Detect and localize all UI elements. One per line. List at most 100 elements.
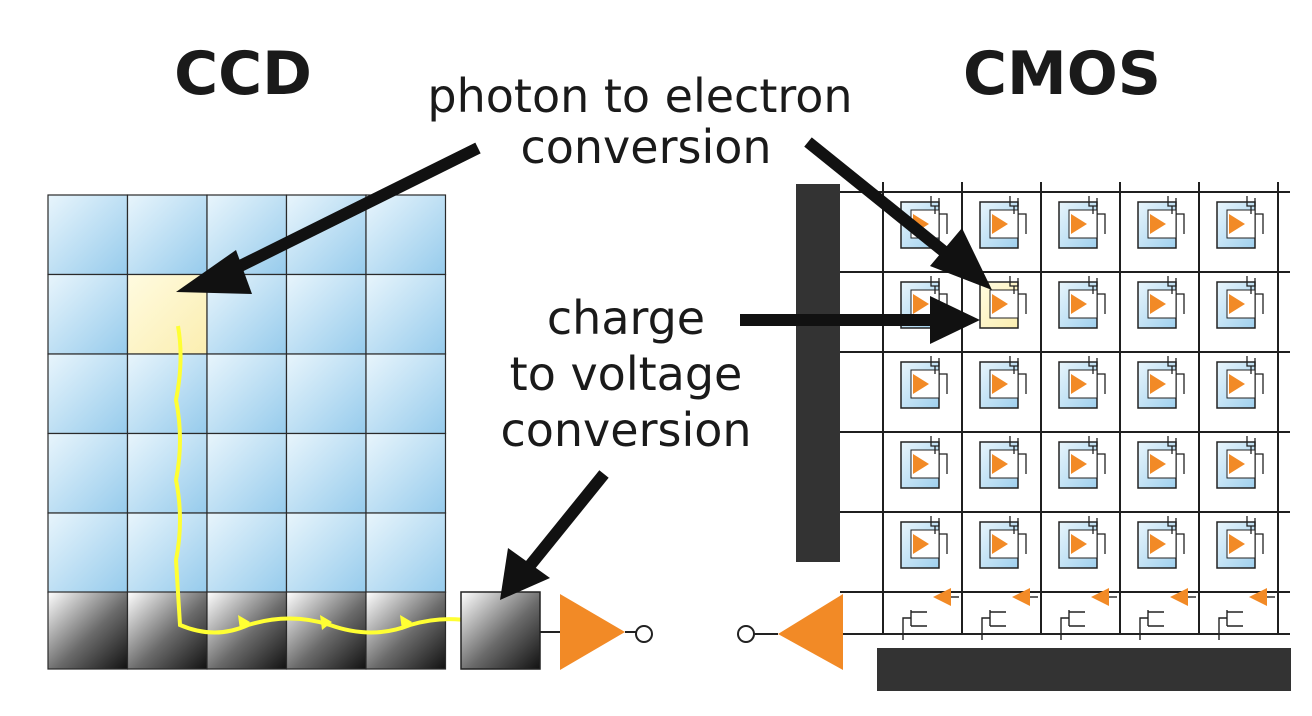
- cmos-pixel-amplifier-icon: [1150, 534, 1166, 554]
- ccd-pixel: [365, 512, 447, 594]
- cmos-pixel-amplifier-icon: [992, 454, 1008, 474]
- ccd-pixel: [47, 273, 129, 355]
- arrowhead-photon-to-cmos-icon: [930, 228, 992, 290]
- cmos-column-amplifiers: [902, 588, 1275, 640]
- cmos-column-amp: [902, 588, 959, 640]
- cmos-pixel-amplifier-icon: [1150, 214, 1166, 234]
- cmos-column-transistor-icon: [981, 610, 1006, 640]
- cmos-pixel: [1216, 356, 1264, 409]
- cmos-column-amp-icon: [1170, 588, 1188, 606]
- cmos-pixel-amplifier-icon: [913, 534, 929, 554]
- ccd-output-node: [460, 591, 541, 670]
- cmos-pixel: [979, 196, 1027, 249]
- cmos-pixel-amplifier-icon: [1150, 374, 1166, 394]
- cmos-transistor-icon: [1246, 436, 1264, 474]
- cmos-pixel-amplifier-icon: [1229, 294, 1245, 314]
- cmos-pixel: [1137, 356, 1185, 409]
- ccd-pixel: [47, 353, 129, 435]
- cmos-pixel: [900, 436, 948, 489]
- cmos-pixel-amplifier-icon: [913, 294, 929, 314]
- cmos-pixel-amplifier-icon: [913, 374, 929, 394]
- ccd-pixel: [47, 512, 129, 594]
- ccd-pixel: [47, 432, 129, 514]
- cmos-title: CMOS: [963, 39, 1161, 109]
- cmos-pixel-amplifier-icon: [992, 294, 1008, 314]
- cmos-transistor-icon: [1009, 276, 1027, 314]
- ccd-shift-register: [47, 591, 447, 670]
- cmos-pixel-amplifier-icon: [1229, 534, 1245, 554]
- cmos-transistor-icon: [1167, 276, 1185, 314]
- ccd-pixel: [206, 512, 288, 594]
- ccd-pixel: [285, 512, 367, 594]
- cmos-transistor-icon: [1246, 196, 1264, 234]
- cmos-transistor-icon: [1088, 516, 1106, 554]
- cmos-column-amp-icon: [1091, 588, 1109, 606]
- charge-label-line3: conversion: [500, 403, 751, 457]
- cmos-column-amp-icon: [1012, 588, 1030, 606]
- cmos-pixel-amplifier-icon: [992, 214, 1008, 234]
- cmos-transistor-icon: [1167, 196, 1185, 234]
- cmos-transistor-icon: [930, 516, 948, 554]
- cmos-pixel: [1058, 196, 1106, 249]
- cmos-column-amp: [1139, 588, 1196, 640]
- cmos-pixel-amplifier-icon: [1150, 454, 1166, 474]
- cmos-transistor-icon: [1088, 356, 1106, 394]
- cmos-column-amp: [1060, 588, 1117, 640]
- arrow-photon-to-ccd: [213, 142, 481, 284]
- cmos-transistor-icon: [1009, 516, 1027, 554]
- cmos-photodiode-notch: [989, 289, 1019, 319]
- ccd-pixel: [365, 353, 447, 435]
- cmos-pixel: [900, 516, 948, 569]
- cmos-column-amp: [1218, 588, 1275, 640]
- ccd-pixel: [365, 194, 447, 276]
- cmos-column-amp: [981, 588, 1038, 640]
- ccd-pixel: [285, 273, 367, 355]
- cmos-pixel: [1216, 196, 1264, 249]
- arrowhead-charge-to-cmos-icon: [930, 296, 980, 344]
- charge-label-line1: charge: [547, 291, 705, 345]
- cmos-pixel-amplifier-icon: [1071, 534, 1087, 554]
- cmos-column-transistor-icon: [902, 610, 927, 640]
- cmos-pixel-amplifier-icon: [913, 454, 929, 474]
- cmos-pixel-amplifier-icon: [1229, 374, 1245, 394]
- cmos-pixel-amplifier-icon: [992, 374, 1008, 394]
- ccd-output-terminal: [635, 625, 653, 643]
- arrowhead-photon-to-ccd-icon: [176, 250, 252, 294]
- cmos-column-transistor-icon: [1139, 610, 1164, 640]
- cmos-pixel-amplifier-icon: [1229, 454, 1245, 474]
- cmos-transistor-icon: [1167, 436, 1185, 474]
- ccd-pixel: [126, 353, 208, 435]
- cmos-pixel: [900, 356, 948, 409]
- ccd-pixel: [285, 432, 367, 514]
- cmos-column-transistor-icon: [1218, 610, 1243, 640]
- photon-label-line2: conversion: [520, 120, 771, 174]
- cmos-column-amp-icon: [933, 588, 951, 606]
- cmos-pixel: [1137, 516, 1185, 569]
- cmos-column-readout-bus: [877, 648, 1291, 691]
- cmos-pixel: [1137, 436, 1185, 489]
- cmos-amplifier-icon: [778, 594, 843, 670]
- cmos-transistor-icon: [1009, 436, 1027, 474]
- arrow-charge-to-ccd: [523, 470, 609, 572]
- ccd-pixel: [206, 432, 288, 514]
- cmos-pixel: [1058, 516, 1106, 569]
- cmos-pixel: [1058, 356, 1106, 409]
- cmos-column-transistor-icon: [1060, 610, 1085, 640]
- cmos-pixel-amplifier-icon: [1150, 294, 1166, 314]
- arrowhead-charge-to-ccd-icon: [500, 548, 550, 600]
- cmos-pixel-amplifier-icon: [1071, 214, 1087, 234]
- ccd-title: CCD: [174, 39, 312, 109]
- cmos-transistor-icon: [1246, 516, 1264, 554]
- cmos-transistor-icon: [1009, 196, 1027, 234]
- ccd-pixel: [126, 194, 208, 276]
- arrow-photon-to-cmos: [804, 137, 956, 263]
- ccd-pixel: [126, 512, 208, 594]
- cmos-pixel: [1216, 516, 1264, 569]
- cmos-pixel-amplifier-icon: [1071, 454, 1087, 474]
- cmos-pixel: [1137, 276, 1185, 329]
- cmos-pixel-amplifier-icon: [992, 534, 1008, 554]
- cmos-pixel: [1216, 436, 1264, 489]
- cmos-pixel-highlighted: [979, 276, 1027, 329]
- cmos-pixel: [1058, 276, 1106, 329]
